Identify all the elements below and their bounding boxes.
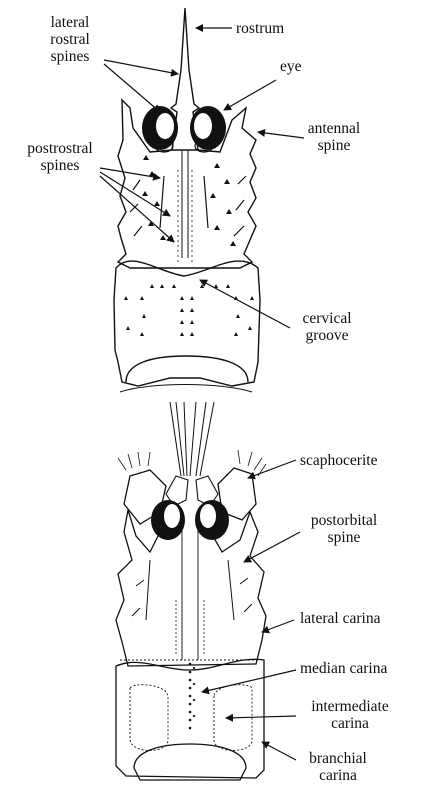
label-rostrum: rostrum (236, 20, 284, 37)
label-lateral-carina: lateral carina (300, 610, 380, 627)
label-line: branchial (300, 750, 376, 767)
label-line: intermediate (300, 698, 400, 715)
antennae (170, 402, 214, 476)
label-line: spine (302, 529, 386, 546)
front-carapace-outline (118, 100, 256, 268)
label-line: spines (12, 157, 108, 174)
top-spines-dots (124, 155, 254, 336)
label-branchial-carina: branchial carina (300, 750, 376, 784)
bottom-carapace-outline (116, 510, 266, 666)
bottom-carapace-figure (116, 402, 266, 780)
label-line: carina (300, 767, 376, 784)
label-line: rostral (30, 31, 110, 48)
bottom-eyes (151, 500, 229, 540)
rear-carapace-outline (114, 261, 260, 386)
label-line: postorbital (302, 512, 386, 529)
median-carina-dots (189, 663, 195, 730)
label-postrostral-spines: postrostral spines (12, 140, 108, 174)
label-scaphocerite: scaphocerite (300, 452, 377, 469)
label-line: antennal (296, 120, 372, 137)
label-cervical-groove: cervical groove (290, 310, 364, 344)
label-eye: eye (280, 58, 302, 75)
label-antennal-spine: antennal spine (296, 120, 372, 154)
label-line: postrostral (12, 140, 108, 157)
label-median-carina: median carina (300, 660, 387, 677)
label-lateral-rostral-spines: lateral rostral spines (30, 14, 110, 65)
label-line: spines (30, 48, 110, 65)
top-eyes (142, 106, 226, 152)
bottom-rear-outline (116, 659, 264, 778)
label-intermediate-carina: intermediate carina (300, 698, 400, 732)
label-postorbital-spine: postorbital spine (302, 512, 386, 546)
label-line: carina (300, 715, 400, 732)
label-line: spine (296, 137, 372, 154)
top-leader-lines (100, 28, 304, 328)
label-line: lateral (30, 14, 110, 31)
label-line: groove (290, 327, 364, 344)
label-line: cervical (290, 310, 364, 327)
